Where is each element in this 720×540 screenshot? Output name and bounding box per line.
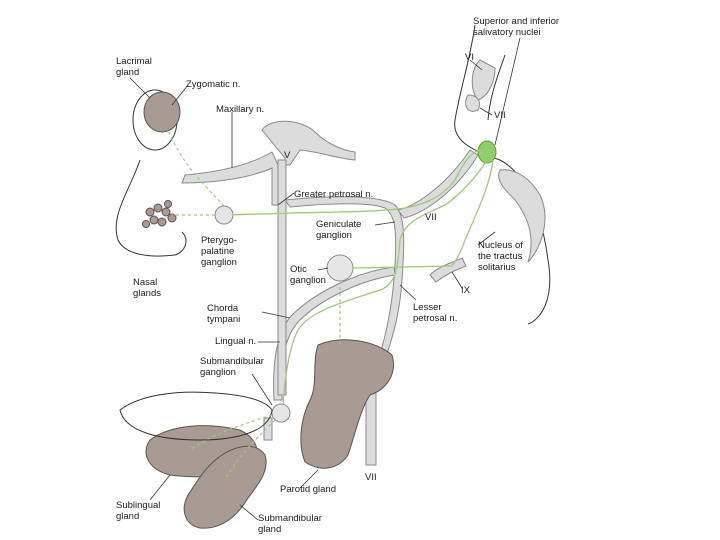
leader-sublingual: [150, 475, 170, 500]
label-nucleus-tractus-solitarius: Nucleus of the tractus solitarius: [478, 240, 523, 273]
label-salivatory-nuclei: Superior and inferior salivatory nuclei: [473, 16, 559, 38]
label-parotid-gland: Parotid gland: [280, 484, 336, 495]
glossopharyngeal-nerve: [430, 258, 466, 282]
label-chorda-tympani: Chorda tympani: [207, 303, 240, 325]
parotid-gland: [301, 340, 394, 468]
label-cn-vii-bottom: VII: [365, 472, 377, 483]
label-cn-ix: IX: [461, 285, 470, 296]
leader-salivatory: [495, 38, 520, 145]
label-nasal-glands: Nasal glands: [133, 277, 161, 299]
label-pterygopalatine-ganglion: Pterygo- palatine ganglion: [201, 235, 237, 268]
label-cn-v: V: [284, 150, 290, 161]
label-maxillary-n: Maxillary n.: [216, 104, 264, 115]
label-lacrimal-gland: Lacrimal gland: [116, 56, 152, 78]
label-cn-vi: VI: [465, 52, 474, 63]
lacrimal-gland: [144, 92, 180, 132]
parasympathetic-path-lesser-petrosal: [353, 160, 493, 268]
label-cn-vii-top: VII: [494, 110, 506, 121]
label-geniculate-ganglion: Geniculate ganglion: [316, 219, 361, 241]
abducens-nucleus-shape: [472, 60, 495, 100]
label-submandibular-ganglion: Submandibular ganglion: [200, 356, 264, 378]
submandibular-ganglion: [272, 404, 290, 422]
lingual-nerve: [278, 160, 286, 395]
leader-submandibular-ganglion: [252, 374, 272, 405]
leader-submandibular-gland: [240, 505, 258, 520]
leader-lesser-petrosal: [400, 285, 416, 300]
label-otic-ganglion: Otic ganglion: [290, 264, 326, 286]
otic-ganglion: [327, 255, 353, 281]
leader-lacrimal: [130, 78, 150, 98]
lacrimal-fiber: [168, 130, 224, 206]
nasal-glands: [143, 201, 177, 228]
label-submandibular-gland: Submandibular gland: [258, 513, 322, 535]
pterygopalatine-ganglion: [215, 206, 233, 224]
label-greater-petrosal-n: Greater petrosal n.: [294, 189, 373, 200]
leader-vii-top: [480, 108, 492, 115]
label-sublingual-gland: Sublingual gland: [116, 500, 160, 522]
label-cn-vii-mid: VII: [425, 212, 437, 223]
label-zygomatic-n: Zygomatic n.: [186, 79, 240, 90]
leader-geniculate: [375, 222, 395, 225]
label-lingual-n: Lingual n.: [215, 336, 256, 347]
label-lesser-petrosal-n: Lesser petrosal n.: [413, 302, 457, 324]
